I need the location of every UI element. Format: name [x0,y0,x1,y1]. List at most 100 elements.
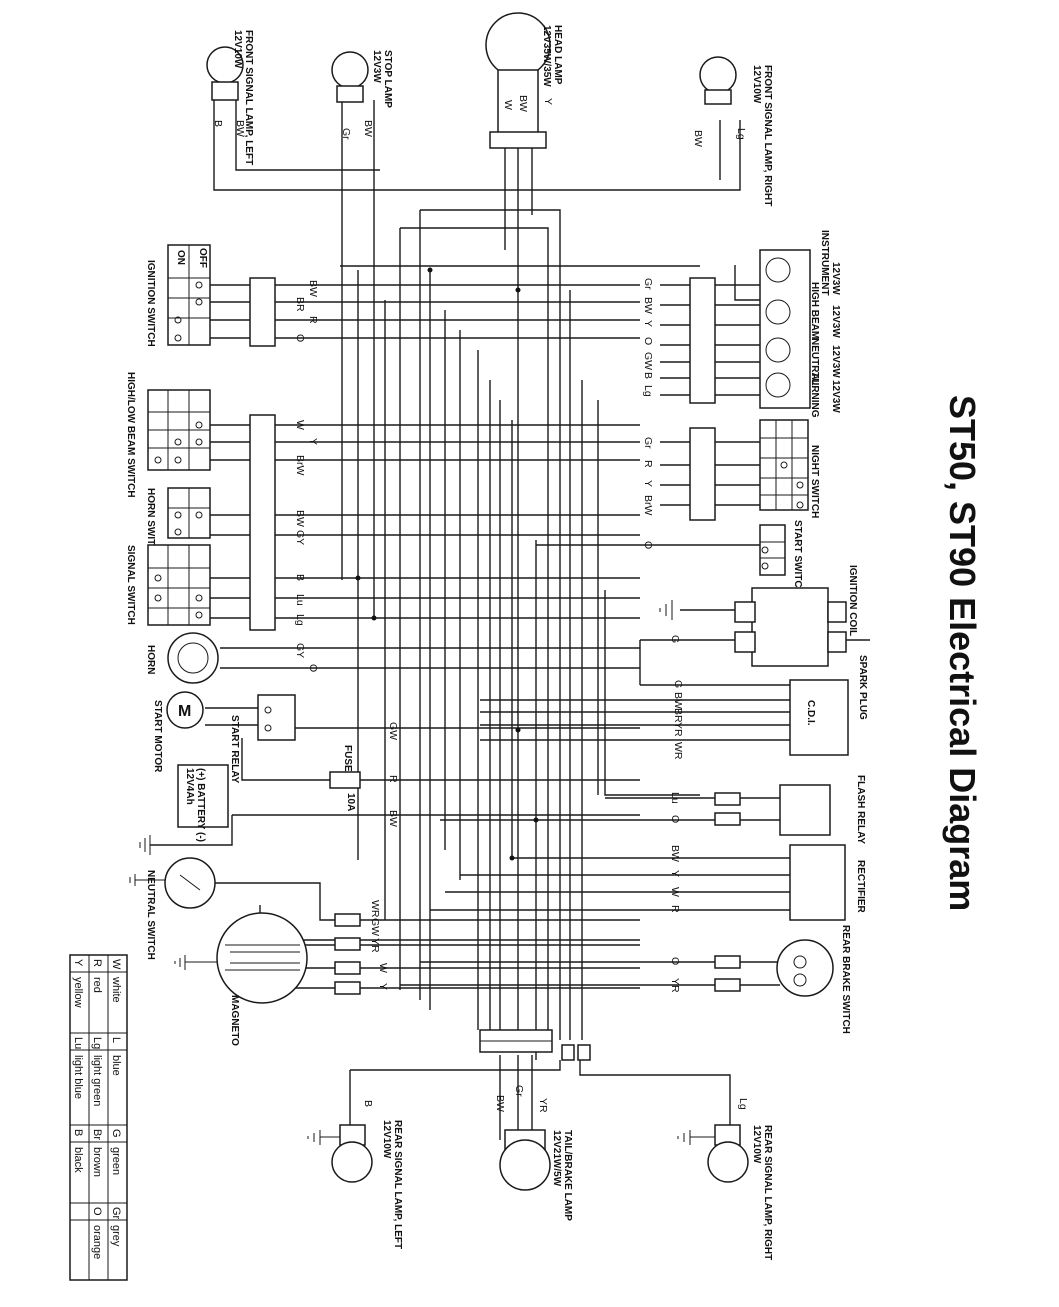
start-relay: START RELAY [229,694,296,784]
svg-text:MAGNETO: MAGNETO [229,995,240,1046]
svg-text:B: B [642,372,654,379]
fuse: FUSE 10A [329,745,361,811]
svg-text:Y: Y [307,438,319,445]
start-switch: START SWITCH [759,520,803,595]
color-legend [69,954,128,1281]
svg-text:INSTRUMENT: INSTRUMENT [819,230,830,296]
svg-text:12V10W: 12V10W [751,1125,762,1164]
connector-stack [334,913,361,995]
svg-text:TURNING: TURNING [809,372,820,418]
legend-cell: W [110,959,122,970]
svg-text:REAR BRAKE SWITCH: REAR BRAKE SWITCH [840,925,851,1034]
svg-text:TAIL/BRAKE LAMP: TAIL/BRAKE LAMP [562,1130,573,1221]
svg-text:START SWITCH: START SWITCH [792,520,803,595]
svg-text:HEAD LAMP: HEAD LAMP [552,25,563,85]
svg-text:10A: 10A [345,793,356,811]
svg-text:SIGNAL SWITCH: SIGNAL SWITCH [125,545,136,625]
svg-text:WR: WR [672,742,684,760]
svg-text:GW: GW [642,352,654,370]
svg-text:STOP LAMP: STOP LAMP [382,50,393,108]
svg-text:FUSE: FUSE [342,745,353,772]
svg-text:BR: BR [294,297,306,312]
svg-text:SPARK PLUG: SPARK PLUG [857,655,868,720]
legend-cell: L [110,1037,122,1043]
svg-text:M: M [178,703,191,720]
legend-cell: black [72,1147,84,1173]
front-signal-lamp-right: FRONT SIGNAL LAMP, RIGHT 12V10W [699,56,773,206]
svg-text:W: W [294,420,306,430]
svg-text:12V21W/5W: 12V21W/5W [551,1130,562,1187]
wire-label: BW [234,120,246,137]
night-switch: NIGHT SWITCH [759,419,820,518]
svg-text:Gr: Gr [513,1085,525,1097]
svg-text:12V3W: 12V3W [830,380,841,413]
battery: (+) BATTERY (-) 12V4Ah [177,764,229,842]
legend-cell: Lu [72,1037,84,1049]
head-lamp: HEAD LAMP 12V35W/35W [485,12,563,149]
left-wire-labels: BW BR R O W Y BrW BW GY B Lu Lg GY O GW … [294,280,399,990]
wiring [129,100,870,1145]
high-low-beam-switch: HIGH/LOW BEAM SWITCH [125,372,211,498]
svg-text:R: R [387,775,399,783]
wire-label: BW [517,95,529,112]
svg-text:START MOTOR: START MOTOR [152,700,163,773]
rear-signal-lamp-right: REAR SIGNAL LAMP, RIGHT 12V10W [707,1124,773,1260]
svg-text:W: W [669,887,681,897]
svg-text:B: B [294,574,306,581]
legend-cell: light blue [72,1055,84,1099]
wire-label: Gr [340,128,352,140]
svg-text:12V10W: 12V10W [381,1120,392,1159]
svg-text:BR: BR [672,708,684,723]
wire-label: Y [542,98,554,105]
rear-wire-labels: B BW Gr YR Lg [362,1085,749,1113]
svg-text:Y: Y [642,480,654,487]
svg-text:HORN: HORN [145,645,156,674]
svg-text:GY: GY [294,643,306,658]
svg-text:O: O [642,337,654,345]
legend-cell: orange [91,1225,103,1259]
svg-text:12V10W: 12V10W [751,65,762,104]
neutral-switch: NEUTRAL SWITCH [145,857,216,960]
svg-text:BrW: BrW [294,455,306,476]
legend-cell: Gr [110,1207,122,1220]
legend-cell: R [91,959,103,967]
svg-text:(+) BATTERY (-): (+) BATTERY (-) [195,768,206,842]
rear-brake-switch: REAR BRAKE SWITCH [714,925,851,1034]
svg-text:IGNITION SWITCH: IGNITION SWITCH [145,260,156,347]
wire-label: B [212,120,224,127]
svg-text:HIGH BEAM: HIGH BEAM [809,282,820,339]
svg-text:Lg: Lg [294,614,306,626]
svg-text:YR: YR [537,1098,549,1113]
front-signal-lamp-left: FRONT SIGNAL LAMP, LEFT 12V10W [206,30,254,165]
wire-label: BW [362,120,374,137]
svg-text:C.D.I.: C.D.I. [805,700,816,726]
connector-ignition [249,277,276,347]
legend-cell: blue [110,1055,122,1076]
signal-switch: SIGNAL SWITCH [125,544,211,626]
svg-text:Lg: Lg [737,1098,749,1110]
svg-text:R: R [307,316,319,324]
svg-text:Gr: Gr [642,437,654,449]
ignition-switch: OFF ON IGNITION SWITCH [145,244,211,347]
rectifier: RECTIFIER [789,844,866,921]
svg-text:G: G [672,680,684,688]
legend-cell: grey [110,1225,122,1247]
svg-text:ON: ON [175,250,186,265]
svg-text:YR: YR [672,722,684,737]
svg-text:GW: GW [369,918,381,936]
svg-text:O: O [642,541,654,549]
svg-text:Lg: Lg [642,385,654,397]
svg-text:GY: GY [294,530,306,545]
legend-cell: yellow [72,977,84,1008]
svg-text:W: W [377,963,389,973]
svg-text:12V3W: 12V3W [371,50,382,83]
legend-cell: light green [91,1055,103,1106]
svg-text:YR: YR [669,978,681,993]
svg-text:Gr: Gr [642,278,654,290]
svg-text:BrW: BrW [642,495,654,516]
svg-text:Y: Y [642,320,654,327]
svg-text:Y: Y [377,983,389,990]
svg-text:FLASH RELAY: FLASH RELAY [855,775,866,844]
